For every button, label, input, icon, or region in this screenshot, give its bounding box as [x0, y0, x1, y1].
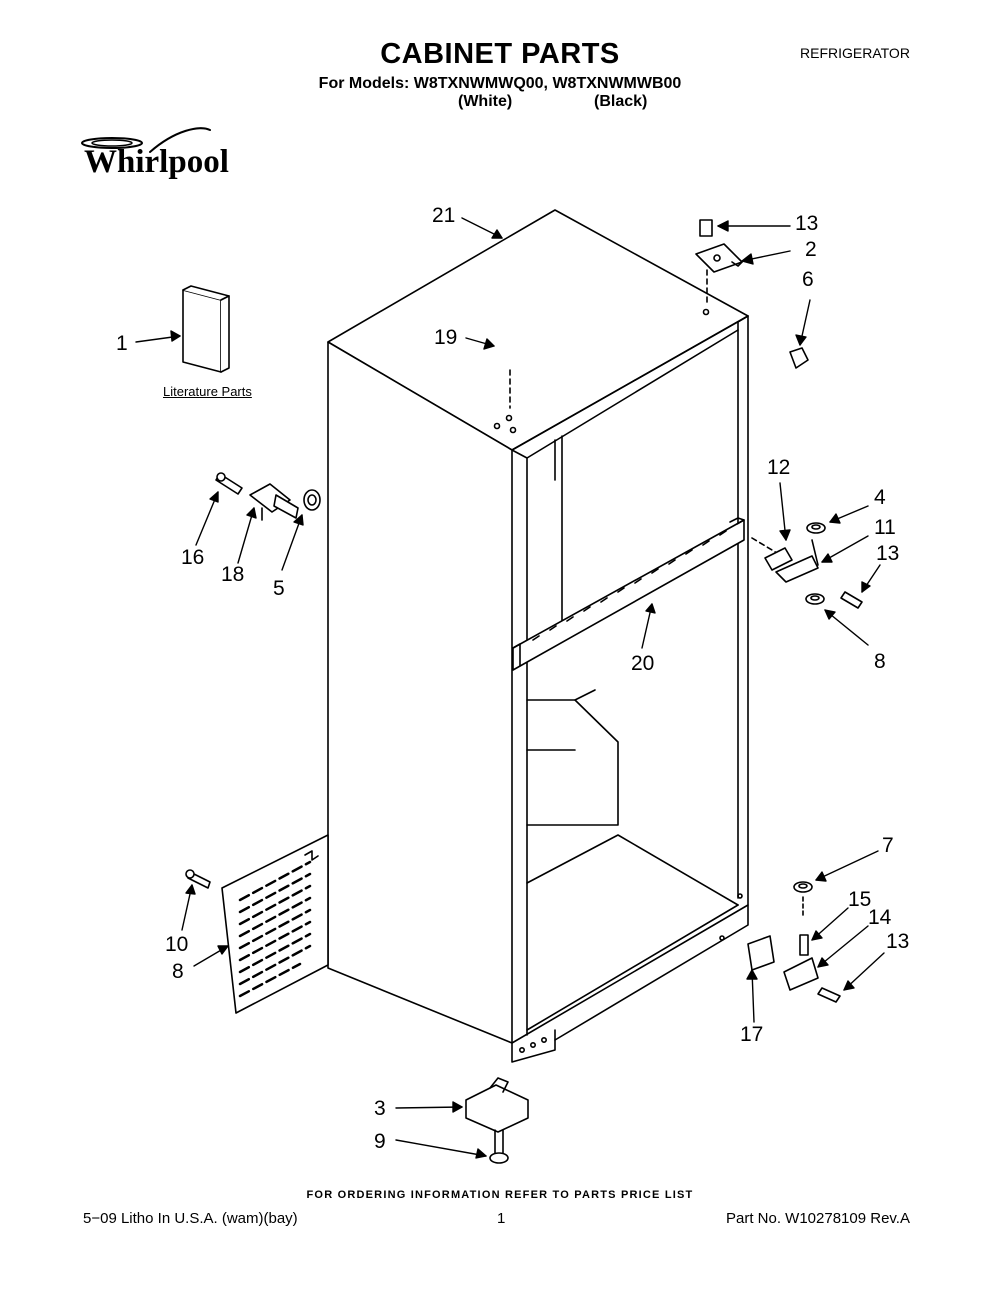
cabinet-body: [327, 209, 749, 1063]
callout-18: 18: [221, 563, 245, 586]
page-number: 1: [497, 1210, 506, 1227]
logo-wordmark: Whirlpool: [84, 144, 229, 180]
literature-booklet: [182, 285, 230, 373]
callout-4: 4: [874, 486, 886, 509]
center-rail: [512, 517, 745, 671]
callout-8-panel: 8: [172, 960, 184, 983]
callout-19: 19: [434, 326, 458, 349]
callout-6: 6: [802, 268, 814, 291]
callout-20: 20: [631, 652, 655, 675]
rear-access-panel: [221, 834, 329, 1014]
callout-16: 16: [181, 546, 205, 569]
callout-11: 11: [874, 516, 896, 539]
callout-8-center: 8: [874, 650, 886, 673]
leader-arrows: [135, 217, 885, 1159]
variant-white: (White): [458, 93, 513, 110]
callout-13-top: 13: [795, 212, 819, 235]
callout-10: 10: [165, 933, 189, 956]
page-title: CABINET PARTS: [380, 38, 620, 70]
callout-15: 15: [848, 888, 872, 911]
left-hinge-parts: [215, 472, 321, 521]
callout-21: 21: [432, 204, 456, 227]
callout-3: 3: [374, 1097, 386, 1120]
category-label: REFRIGERATOR: [800, 45, 910, 61]
top-hinge-parts: [695, 219, 809, 369]
ordering-note: FOR ORDERING INFORMATION REFER TO PARTS …: [306, 1189, 694, 1201]
litho-info: 5−09 Litho In U.S.A. (wam)(bay): [83, 1210, 298, 1227]
callout-2: 2: [805, 238, 817, 261]
part-number: Part No. W10278109 Rev.A: [726, 1210, 910, 1227]
variant-black: (Black): [594, 93, 648, 110]
callout-7: 7: [882, 834, 894, 857]
center-hinge-parts: [751, 522, 863, 609]
callout-17: 17: [740, 1023, 764, 1046]
callout-5: 5: [273, 577, 285, 600]
callout-12: 12: [767, 456, 791, 479]
callout-13-bottom: 13: [886, 930, 910, 953]
models-line: For Models: W8TXNWMWQ00, W8TXNWMWB00: [318, 75, 682, 92]
whirlpool-logo: Whirlpool: [81, 127, 229, 180]
callout-9: 9: [374, 1130, 386, 1153]
screw-10: [185, 869, 211, 889]
rail-slots: [532, 530, 727, 641]
callout-14: 14: [868, 906, 892, 929]
lower-hinge-parts: [747, 881, 841, 1003]
leveling-leg: [465, 1077, 529, 1164]
callout-1: 1: [116, 332, 128, 355]
callout-13-center: 13: [876, 542, 900, 565]
literature-parts-label: Literature Parts: [163, 384, 252, 399]
